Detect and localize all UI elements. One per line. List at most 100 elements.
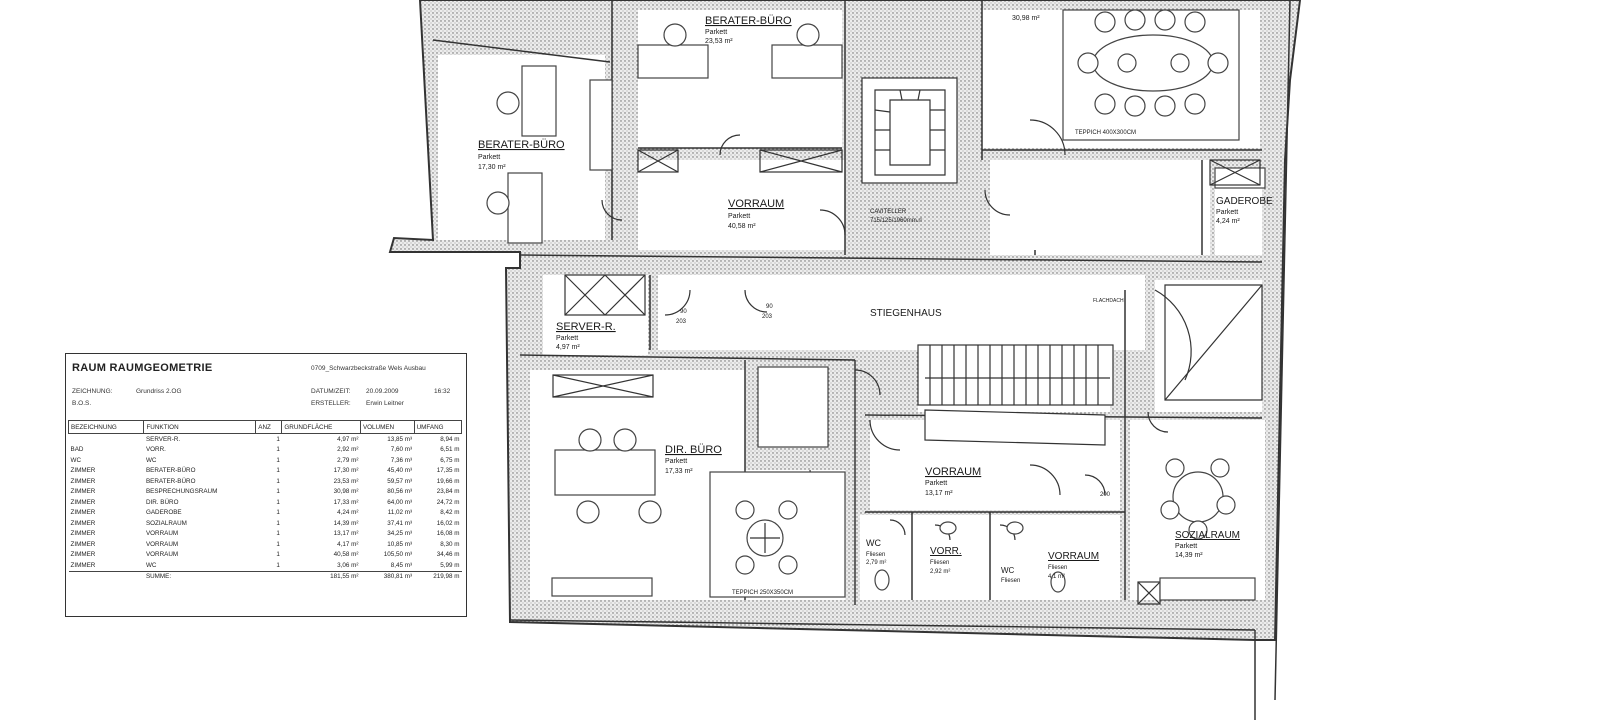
table-cell: 1: [276, 551, 280, 559]
table-cell: 7,60 m³: [390, 446, 413, 454]
table-cell: 6,51 m: [440, 446, 460, 454]
annotation-schacht-sub: 715/125/1960mm.rl: [870, 218, 922, 224]
table-cell: SOZIALRAUM: [145, 519, 187, 527]
legend-zeit-value: 16:32: [434, 388, 451, 395]
room-label-berater-buero-1: BERATER-BÜRO: [705, 15, 792, 27]
table-cell: 4,97 m²: [337, 435, 359, 443]
table-row: ZIMMER BERATER-BÜRO 1 17,30 m² 45,40 m³ 17,35…: [69, 466, 462, 477]
table-cell: VORRAUM: [145, 530, 179, 538]
room-area-wc-1: 2,79 m²: [866, 560, 886, 566]
table-cell: VORRAUM: [145, 540, 179, 548]
col-header-funktion: FUNKTION: [143, 420, 257, 434]
furniture-chairs: [486, 23, 820, 524]
table-cell: 105,50 m³: [383, 551, 413, 559]
table-cell: 1: [276, 519, 280, 527]
table-cell: 17,30 m²: [333, 467, 359, 475]
room-area-berater-buero-2: 17,30 m²: [478, 164, 506, 171]
room-area-vorraum-1: 40,58 m²: [728, 223, 756, 230]
table-cell: 1: [276, 561, 280, 569]
room-label-server: SERVER-R.: [556, 321, 616, 333]
table-cell: 14,39 m²: [333, 519, 359, 527]
legend-title: RAUM RAUMGEOMETRIE: [72, 362, 213, 374]
table-cell: 34,46 m: [436, 551, 460, 559]
legend-bos-label: B.O.S.: [72, 400, 92, 407]
room-floor-wc-2: Fliesen: [1001, 578, 1020, 584]
table-cell: ZIMMER: [70, 467, 96, 475]
table-cell: 2,92 m²: [337, 446, 359, 454]
table-cell: 45,40 m³: [387, 467, 413, 475]
table-cell: 8,45 m³: [390, 561, 413, 569]
conference-table: [1077, 9, 1229, 117]
table-cell: BERATER-BÜRO: [145, 467, 196, 475]
table-cell: 4,24 m²: [337, 509, 359, 517]
table-cell: 17,35 m: [436, 467, 460, 475]
room-floor-vorr: Fliesen: [930, 560, 949, 566]
table-cell: DIR. BÜRO: [145, 498, 179, 506]
table-cell: ZIMMER: [70, 498, 96, 506]
table-cell: ZIMMER: [70, 509, 96, 517]
room-floor-dir-buero: Parkett: [665, 458, 687, 465]
table-cell: 16,08 m: [436, 530, 460, 538]
table-cell: ZIMMER: [70, 530, 96, 538]
room-area-sozialraum: 14,39 m²: [1175, 552, 1203, 559]
table-cell: 3,06 m²: [337, 561, 359, 569]
legend-zeichnung-label: ZEICHNUNG:: [72, 388, 113, 395]
annotation-door-90-a: 90: [680, 309, 687, 315]
table-cell: 37,41 m³: [387, 519, 413, 527]
annotation-teppich-dir: TEPPICH 250X350CM: [732, 590, 793, 596]
furniture-shelves: [552, 149, 1263, 605]
table-sum-cell: 380,81 m³: [360, 570, 415, 582]
legend-ersteller-value: Erwin Leitner: [366, 400, 404, 407]
sanitary-fixtures: [874, 521, 1066, 593]
table-cell: 13,17 m²: [333, 530, 359, 538]
table-cell: WC: [70, 456, 82, 464]
room-label-berater-buero-2: BERATER-BÜRO: [478, 139, 565, 151]
room-area-gaderobe: 4,24 m²: [1216, 218, 1240, 225]
table-sum-cell: [68, 570, 144, 582]
table-cell: ZIMMER: [70, 519, 96, 527]
table-cell: 10,85 m³: [387, 540, 413, 548]
table-cell: 1: [276, 530, 280, 538]
annotation-teppich: TEPPICH 400X300CM: [1075, 130, 1136, 136]
room-label-sozialraum: SOZIALRAUM: [1175, 530, 1240, 541]
table-cell: GADEROBE: [145, 509, 182, 517]
table-cell: ZIMMER: [70, 551, 96, 559]
table-cell: 64,00 m³: [387, 498, 413, 506]
table-cell: 16,02 m: [436, 519, 460, 527]
table-row: ZIMMER VORRAUM 1 13,17 m² 34,25 m³ 16,08 m: [69, 529, 462, 540]
annotation-door-203-a: 203: [676, 319, 687, 325]
table-cell: 34,25 m³: [387, 530, 413, 538]
legend-datum-value: 20.09.2009: [366, 388, 399, 395]
col-header-bezeichnung: BEZEICHNUNG: [67, 420, 145, 434]
room-label-gaderobe: GADEROBE: [1216, 196, 1273, 207]
table-cell: 11,02 m³: [387, 509, 413, 517]
table-cell: BERATER-BÜRO: [145, 477, 196, 485]
table-sum-cell: SUMME:: [143, 570, 256, 582]
table-sum-cell: 219,98 m: [414, 570, 462, 582]
table-cell: 1: [276, 509, 280, 517]
room-area-vorraum-2: 13,17 m²: [925, 490, 953, 497]
table-cell: 2,79 m²: [337, 456, 359, 464]
room-floor-vorraum-1: Parkett: [728, 213, 750, 220]
table-sum-cell: [255, 570, 282, 582]
room-label-vorr: VORR.: [930, 546, 962, 557]
col-header-volumen: VOLUMEN: [359, 420, 415, 434]
annotation-flachdach: FLACHDACH: [1093, 298, 1124, 304]
table-header-row: BEZEICHNUNG FUNKTION ANZ GRUNDFLÄCHE VOL…: [67, 420, 463, 434]
room-floor-vorraum-3: Fliesen: [1048, 565, 1067, 571]
room-schedule-legend: RAUM RAUMGEOMETRIE 0709_Schwarzbeckstraß…: [65, 353, 467, 617]
room-label-vorraum-2: VORRAUM: [925, 466, 981, 478]
table-cell: VORR.: [145, 446, 166, 454]
table-cell: 1: [276, 467, 280, 475]
table-cell: 1: [276, 488, 280, 496]
table-cell: BAD: [70, 446, 84, 454]
table-cell: 23,53 m²: [333, 477, 359, 485]
legend-project: 0709_Schwarzbeckstraße Wels Ausbau: [311, 365, 426, 372]
